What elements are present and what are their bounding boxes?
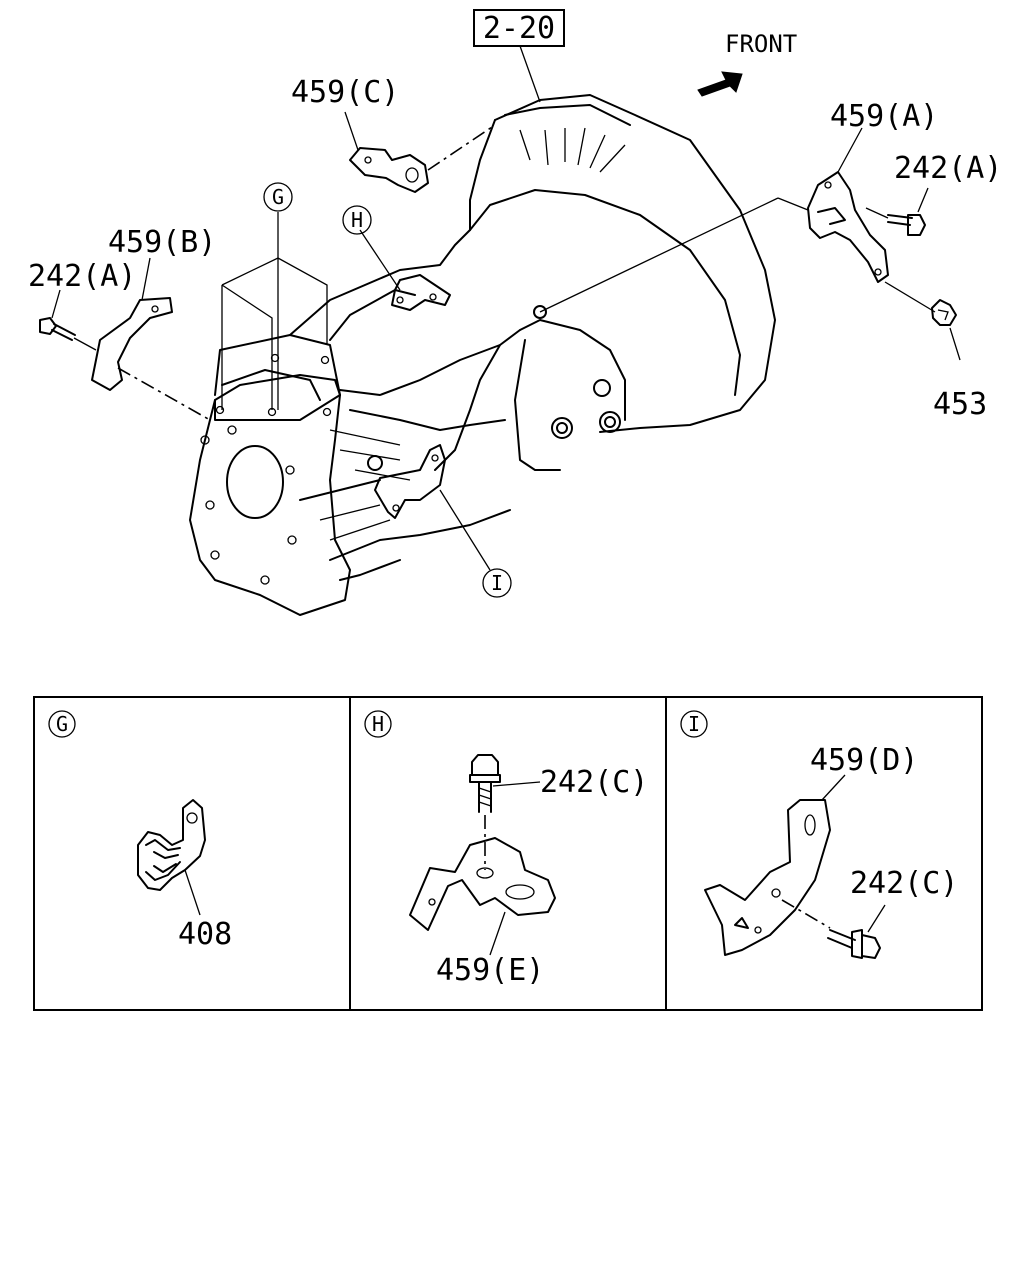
bracket-459e bbox=[409, 837, 556, 956]
bolt-242a-right bbox=[865, 187, 929, 236]
clip-408 bbox=[137, 799, 206, 916]
callout-h-main: H bbox=[342, 205, 372, 235]
label-459e: 459(E) bbox=[436, 953, 544, 988]
label-ref-2-20: 2-20 bbox=[483, 11, 555, 46]
label-242c-h: 242(C) bbox=[540, 765, 648, 800]
label-459a: 459(A) bbox=[830, 99, 938, 134]
bracket-459d bbox=[704, 774, 846, 956]
label-242a-left: 242(A) bbox=[28, 259, 136, 294]
reference-2-20 bbox=[473, 9, 565, 103]
svg-text:H: H bbox=[351, 208, 363, 232]
bracket-459b bbox=[91, 257, 211, 421]
svg-text:I: I bbox=[491, 571, 503, 595]
label-242a-right: 242(A) bbox=[894, 151, 1002, 186]
label-front: FRONT bbox=[725, 30, 797, 58]
label-453: 453 bbox=[933, 387, 987, 422]
svg-text:H: H bbox=[372, 712, 384, 736]
clip-453 bbox=[931, 299, 961, 361]
detail-panel-g: G 408 bbox=[48, 710, 232, 952]
detail-panels bbox=[33, 696, 983, 1011]
svg-text:I: I bbox=[688, 712, 700, 736]
detail-panel-h: H 242(C) 459(E) bbox=[364, 710, 648, 988]
label-408: 408 bbox=[178, 917, 232, 952]
label-459c: 459(C) bbox=[291, 75, 399, 110]
bolt-242c-i bbox=[827, 904, 886, 959]
bolt-242a-left bbox=[39, 289, 97, 351]
callout-i-main: I bbox=[482, 568, 512, 598]
bolt-242c-h bbox=[469, 754, 541, 813]
label-242c-i: 242(C) bbox=[850, 866, 958, 901]
bracket-459c bbox=[344, 111, 496, 193]
label-459d: 459(D) bbox=[810, 743, 918, 778]
detail-panel-i: I 459(D) 242(C) bbox=[680, 710, 958, 959]
svg-text:G: G bbox=[56, 712, 68, 736]
bracket-459a bbox=[539, 127, 936, 313]
svg-text:G: G bbox=[272, 185, 284, 209]
transmission-assembly bbox=[189, 94, 776, 616]
callout-g-main: G bbox=[263, 182, 293, 212]
front-arrow-icon bbox=[697, 71, 743, 97]
label-459b: 459(B) bbox=[108, 225, 216, 260]
